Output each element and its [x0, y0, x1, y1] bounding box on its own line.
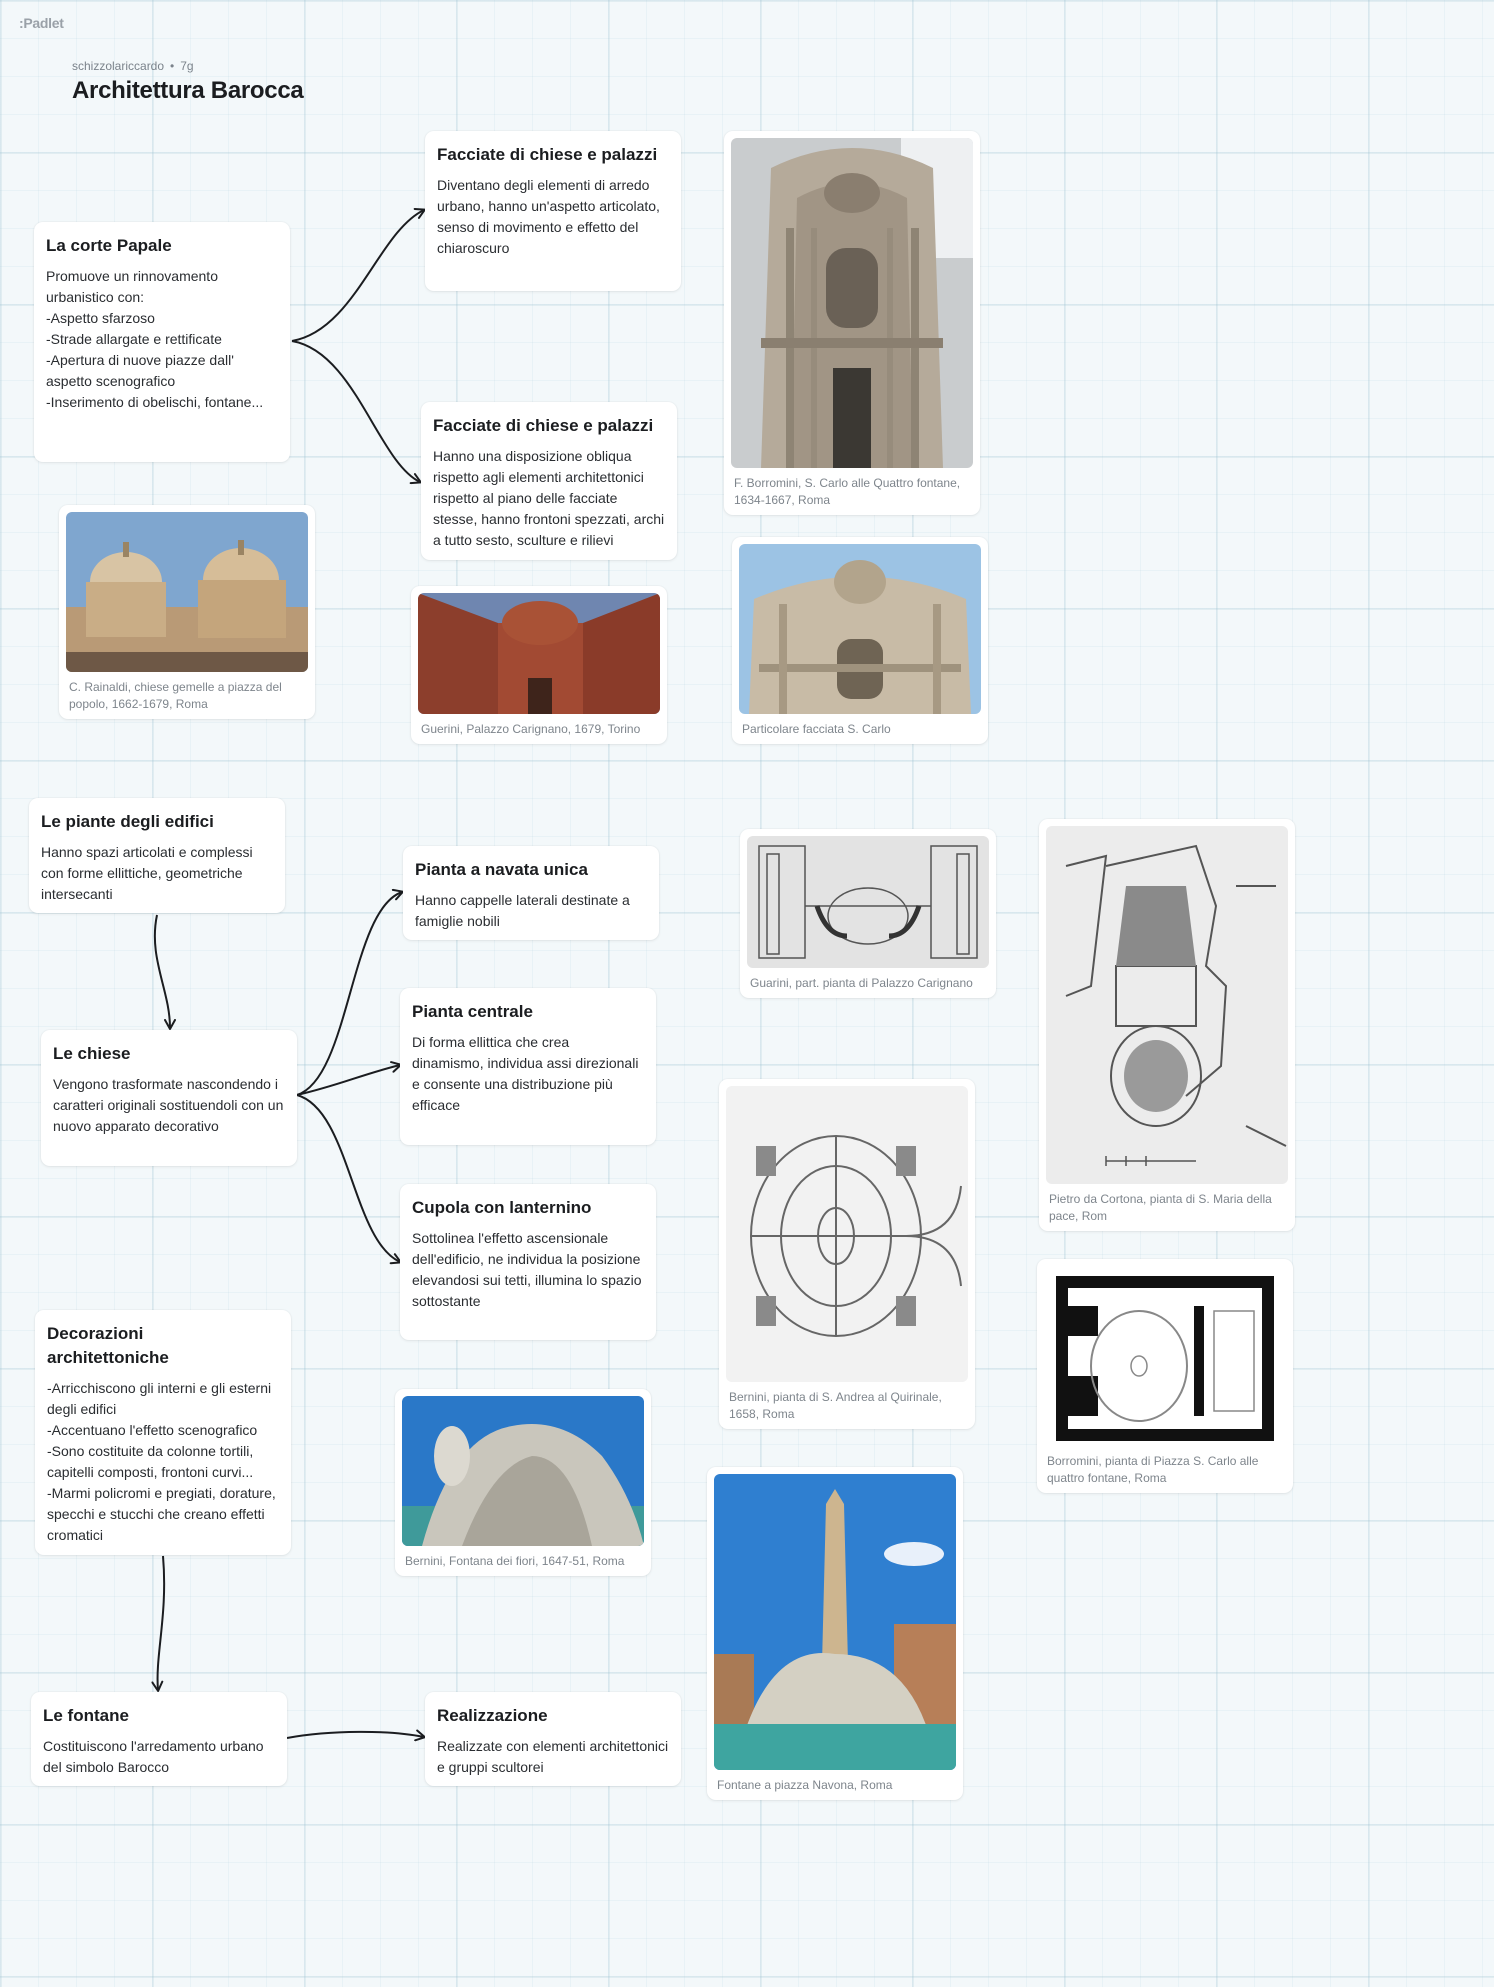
arrow-piante-to-chiese: [153, 914, 176, 1030]
image-card-cortona-pianta[interactable]: Pietro da Cortona, pianta di S. Maria de…: [1039, 819, 1295, 1231]
card-title: Decorazioni architettoniche: [47, 1324, 169, 1367]
board-title: Architettura Barocca: [72, 77, 304, 104]
card-body: Realizzate con elementi architettonici e…: [437, 1737, 669, 1775]
floor-plan-s-carlo: [1044, 1266, 1286, 1446]
card-title: Cupola con lanternino: [412, 1198, 592, 1217]
card-le-chiese[interactable]: Le chiese Vengono trasformate nascondend…: [41, 1030, 297, 1166]
card-facciate-2[interactable]: Facciate di chiese e palazzi Hanno una d…: [421, 402, 677, 560]
card-body: Promuove un rinnovamento urbanistico con…: [46, 267, 264, 410]
image-caption: Borromini, pianta di Piazza S. Carlo all…: [1047, 1454, 1259, 1485]
post-age: 7g: [180, 59, 194, 73]
card-cupola-lanternino[interactable]: Cupola con lanternino Sottolinea l'effet…: [400, 1184, 656, 1340]
photo-palazzo-carignano: [418, 593, 660, 714]
arrow-chiese-to-cupola: [296, 1094, 402, 1265]
image-card-borromini-facade[interactable]: F. Borromini, S. Carlo alle Quattro font…: [724, 131, 980, 515]
card-body: Sottolinea l'effetto ascensionale dell'e…: [412, 1229, 642, 1309]
card-title: La corte Papale: [46, 236, 172, 255]
separator-dot: •: [170, 59, 175, 73]
arrow-decorazioni-to-fontane: [151, 1555, 166, 1692]
card-corte-papale[interactable]: La corte Papale Promuove un rinnovamento…: [34, 222, 290, 462]
card-realizzazione[interactable]: Realizzazione Realizzate con elementi ar…: [425, 1692, 681, 1786]
image-card-fontana-fiori[interactable]: Bernini, Fontana dei fiori, 1647-51, Rom…: [395, 1389, 651, 1576]
card-pianta-centrale[interactable]: Pianta centrale Di forma ellittica che c…: [400, 988, 656, 1145]
floor-plan-s-andrea: [726, 1086, 968, 1382]
photo-fontana-fiori: [402, 1396, 644, 1546]
image-card-rainaldi[interactable]: C. Rainaldi, chiese gemelle a piazza del…: [59, 505, 315, 719]
image-caption: F. Borromini, S. Carlo alle Quattro font…: [734, 476, 961, 507]
image-card-piazza-navona[interactable]: Fontane a piazza Navona, Roma: [707, 1467, 963, 1800]
image-card-carignano[interactable]: Guerini, Palazzo Carignano, 1679, Torino: [411, 586, 667, 744]
card-title: Le chiese: [53, 1044, 131, 1063]
card-body: Hanno una disposizione obliqua rispetto …: [433, 447, 665, 548]
image-card-scarlo-facciata[interactable]: Particolare facciata S. Carlo: [732, 537, 988, 744]
card-title: Facciate di chiese e palazzi: [437, 145, 658, 164]
photo-piazza-navona: [714, 1474, 956, 1770]
card-body: Costituiscono l'arredamento urbano del s…: [43, 1737, 264, 1775]
photo-s-carlo-facade: [731, 138, 973, 468]
card-body: Hanno spazi articolati e complessi con f…: [41, 843, 253, 902]
image-caption: Pietro da Cortona, pianta di S. Maria de…: [1049, 1192, 1272, 1223]
arrow-corte-to-facciate1: [291, 207, 426, 342]
image-caption: Particolare facciata S. Carlo: [742, 722, 891, 736]
card-title: Le fontane: [43, 1706, 129, 1725]
image-caption: Guarini, part. pianta di Palazzo Carigna…: [750, 976, 973, 990]
card-facciate-1[interactable]: Facciate di chiese e palazzi Diventano d…: [425, 131, 681, 291]
card-body: -Arricchiscono gli interni e gli esterni…: [47, 1379, 276, 1543]
arrow-chiese-to-navata: [296, 888, 404, 1096]
image-caption: C. Rainaldi, chiese gemelle a piazza del…: [69, 680, 282, 711]
author-name[interactable]: schizzolariccardo: [72, 59, 165, 73]
card-le-fontane[interactable]: Le fontane Costituiscono l'arredamento u…: [31, 1692, 287, 1786]
padlet-logo[interactable]: :Padlet: [19, 15, 64, 31]
photo-facciata-detail: [739, 544, 981, 714]
image-caption: Guerini, Palazzo Carignano, 1679, Torino: [421, 722, 641, 736]
card-piante-edifici[interactable]: Le piante degli edifici Hanno spazi arti…: [29, 798, 285, 913]
image-caption: Bernini, pianta di S. Andrea al Quirinal…: [729, 1390, 942, 1421]
image-card-borromini-pianta[interactable]: Borromini, pianta di Piazza S. Carlo all…: [1037, 1259, 1293, 1493]
image-caption: Fontane a piazza Navona, Roma: [717, 1778, 893, 1792]
image-card-andrea-pianta[interactable]: Bernini, pianta di S. Andrea al Quirinal…: [719, 1079, 975, 1429]
card-title: Facciate di chiese e palazzi: [433, 416, 654, 435]
arrow-corte-to-facciate2: [291, 340, 422, 485]
floor-plan-s-maria-pace: [1046, 826, 1288, 1184]
card-decorazioni[interactable]: Decorazioni architettoniche -Arricchisco…: [35, 1310, 291, 1555]
photo-chiese-gemelle: [66, 512, 308, 672]
card-title: Pianta a navata unica: [415, 860, 588, 879]
post-meta: schizzolariccardo • 7g: [72, 59, 194, 73]
card-body: Hanno cappelle laterali destinate a fami…: [415, 891, 630, 929]
card-title: Realizzazione: [437, 1706, 548, 1725]
image-card-guarini-pianta[interactable]: Guarini, part. pianta di Palazzo Carigna…: [740, 829, 996, 998]
card-title: Pianta centrale: [412, 1002, 533, 1021]
card-body: Vengono trasformate nascondendo i caratt…: [53, 1075, 284, 1134]
floor-plan-carignano: [747, 836, 989, 968]
arrow-chiese-to-centrale: [296, 1061, 402, 1096]
arrow-fontane-to-realizzazione: [286, 1729, 426, 1742]
image-caption: Bernini, Fontana dei fiori, 1647-51, Rom…: [405, 1554, 625, 1568]
card-body: Diventano degli elementi di arredo urban…: [437, 176, 660, 256]
card-navata-unica[interactable]: Pianta a navata unica Hanno cappelle lat…: [403, 846, 659, 940]
card-title: Le piante degli edifici: [41, 812, 214, 831]
card-body: Di forma ellittica che crea dinamismo, i…: [412, 1033, 639, 1113]
